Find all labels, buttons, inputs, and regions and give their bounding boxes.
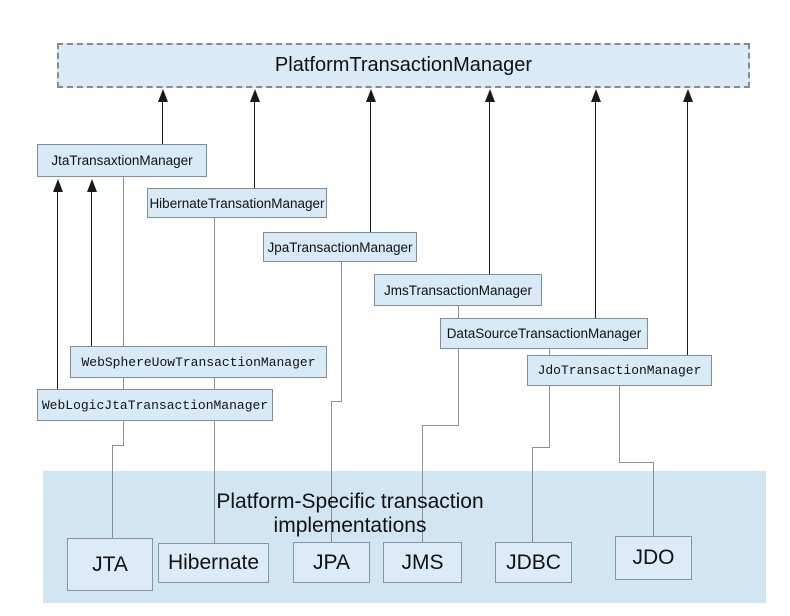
hibernate-transaction-manager-node: HibernateTransationManager <box>147 188 327 218</box>
arrow-hibernate-line <box>254 99 255 188</box>
datasource-transaction-manager-label: DataSourceTransactionManager <box>446 326 642 341</box>
arrow-jms-line <box>489 99 490 274</box>
arrow-jdo-line <box>687 99 688 355</box>
arrow-weblogic-line <box>57 189 58 389</box>
arrow-hibernate-head-icon <box>250 89 260 102</box>
platform-jdo-label: JDO <box>632 546 675 569</box>
connector-jdbc-segment <box>532 447 533 542</box>
arrow-jta-line <box>162 99 163 144</box>
platform-jdbc-node: JDBC <box>495 542 572 583</box>
jdo-transaction-manager-label: JdoTransactionManager <box>537 363 702 378</box>
arrow-jpa-head-icon <box>366 89 376 102</box>
weblogic-jta-transaction-manager-node: WebLogicJtaTransactionManager <box>37 389 273 421</box>
connector-jdo-jog <box>619 462 654 463</box>
arrow-jpa-line <box>370 99 371 232</box>
platform-jdbc-label: JDBC <box>506 550 561 574</box>
websphere-uow-transaction-manager-label: WebSphereUowTransactionManager <box>81 354 316 370</box>
connector-jms-jog <box>422 425 459 426</box>
platform-transaction-manager-label: PlatformTransactionManager <box>274 54 533 76</box>
platform-jms-label: JMS <box>401 550 444 574</box>
arrow-websphere-head-icon <box>87 179 97 192</box>
arrow-jdo-head-icon <box>683 89 693 102</box>
arrow-websphere-line <box>91 189 92 346</box>
connector-jdo-segment <box>653 462 654 536</box>
jpa-transaction-manager-label: JpaTransactionManager <box>267 239 413 255</box>
jta-transaction-manager-label: JtaTransaxtionManager <box>51 153 193 168</box>
platform-hibernate-label: Hibernate <box>167 551 260 574</box>
platform-implementations-title: Platform-Specific transaction implementa… <box>216 490 484 537</box>
arrow-datasource-head-icon <box>591 89 601 102</box>
platform-jta-label: JTA <box>92 552 128 576</box>
connector-jta-jog <box>112 445 124 446</box>
connector-jms-segment <box>422 425 423 542</box>
jms-transaction-manager-node: JmsTransactionManager <box>374 274 542 306</box>
connector-jpa-segment <box>341 262 342 401</box>
platform-jpa-node: JPA <box>293 542 370 583</box>
connector-hibernate-segment <box>214 218 215 543</box>
platform-jms-node: JMS <box>383 542 462 583</box>
platform-jta-node: JTA <box>67 538 153 591</box>
platform-transaction-manager-node: PlatformTransactionManager <box>57 43 750 88</box>
connector-jdbc-jog <box>532 447 550 448</box>
websphere-uow-transaction-manager-node: WebSphereUowTransactionManager <box>70 346 327 378</box>
arrow-jms-head-icon <box>485 89 495 102</box>
platform-hibernate-node: Hibernate <box>158 543 269 583</box>
platform-jpa-label: JPA <box>313 550 350 574</box>
connector-jpa-segment <box>331 401 332 542</box>
arrow-datasource-line <box>595 99 596 318</box>
connector-jms-segment <box>458 306 459 425</box>
platform-jdo-node: JDO <box>615 536 692 580</box>
jdo-transaction-manager-node: JdoTransactionManager <box>527 355 712 386</box>
connector-jta-segment <box>123 177 124 445</box>
jta-transaction-manager-node: JtaTransaxtionManager <box>37 144 207 177</box>
datasource-transaction-manager-node: DataSourceTransactionManager <box>440 318 648 349</box>
connector-jta-segment <box>112 445 113 538</box>
connector-jdbc-segment <box>549 349 550 447</box>
connector-jdo-segment <box>619 386 620 462</box>
jms-transaction-manager-label: JmsTransactionManager <box>383 282 533 298</box>
arrow-jta-head-icon <box>158 89 168 102</box>
arrow-weblogic-head-icon <box>53 179 63 192</box>
weblogic-jta-transaction-manager-label: WebLogicJtaTransactionManager <box>41 397 269 413</box>
connector-jpa-jog <box>331 401 342 402</box>
hibernate-transaction-manager-label: HibernateTransationManager <box>149 195 325 211</box>
jpa-transaction-manager-node: JpaTransactionManager <box>263 232 417 262</box>
